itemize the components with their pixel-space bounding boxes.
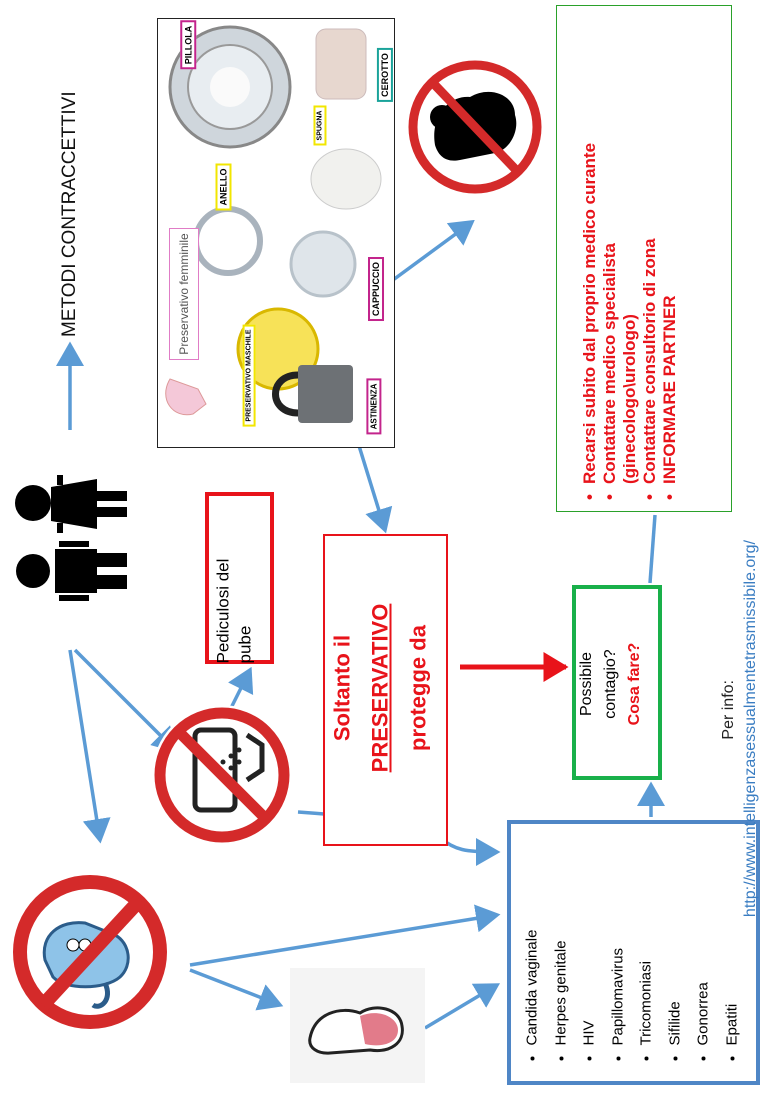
advice-list: Recarsi subito dal proprio medico curant… (572, 11, 680, 506)
pediculosi-box: Pediculosi del pube (205, 492, 274, 664)
contagio-text: Possibile contagio? Cosa fare? (571, 594, 661, 774)
preservativo-text: Soltanto il PRESERVATIVO protegge da (322, 536, 444, 841)
info-section: Per info: http://www.intelligenzasessual… (718, 540, 768, 1090)
arrow-condom-ban-to-diseases (189, 904, 501, 967)
info-url-link[interactable]: http://www.intelligenzasessualmentetrasm… (742, 540, 759, 918)
preservativo-line2: PRESERVATIVO (367, 603, 393, 773)
pill-pack-image (168, 25, 292, 149)
pediculosi-text: Pediculosi del pube (207, 499, 273, 664)
no-bath-icon (152, 705, 292, 845)
disease-item: Papillomavirus (604, 827, 633, 1046)
cap-image (289, 230, 357, 298)
arrow-belly-to-diseases (424, 983, 501, 1030)
disease-item: Candida vaginale (519, 827, 548, 1046)
arrow-people-to-condom-ban (68, 649, 111, 844)
info-label: Per info: (720, 680, 737, 740)
contagio-line1: Possibile (578, 651, 595, 717)
disease-item: Gonorrea (690, 827, 719, 1045)
preservativo-line1: Soltanto il (329, 634, 355, 742)
advice-item: Contattare consultorio di zona (640, 11, 660, 484)
advice-box: Recarsi subito dal proprio medico curant… (556, 5, 732, 512)
disease-list-rotated: Candida vaginale Herpes genitale HIV Pap… (509, 827, 741, 1072)
patch-image (315, 28, 367, 100)
arrow-contagio-to-advice (648, 514, 657, 584)
label-astinenza: ASTINENZA (366, 378, 382, 435)
no-pregnancy-icon (400, 35, 550, 220)
disease-list-box: Candida vaginale Herpes genitale HIV Pap… (507, 820, 760, 1085)
collage-images (165, 25, 382, 423)
pediculosi-line2: pube (235, 625, 255, 664)
label-cappuccio: CAPPUCCIO (368, 256, 385, 322)
contagio-box: Possibile contagio? Cosa fare? (572, 585, 662, 780)
pregnant-belly-icon (290, 968, 425, 1083)
disease-list: Candida vaginale Herpes genitale HIV Pap… (509, 827, 747, 1072)
advice-item: Recarsi subito dal proprio medico curant… (580, 11, 600, 484)
contagio-line3: Cosa fare? (626, 642, 643, 726)
methods-title: METODI CONTRACCETTIVI (59, 91, 80, 337)
contraceptive-collage: PILLOLA CEROTTO SPUGNA ANELLO Preservati… (157, 18, 395, 448)
padlock-image (272, 365, 353, 423)
methods-title-wrap: METODI CONTRACCETTIVI (40, 91, 100, 340)
label-cerotto: CEROTTO (376, 48, 393, 102)
advice-item-cont: (ginecologo\urologo) (620, 314, 639, 484)
contagio-line2: contagio? (602, 649, 619, 719)
arrow-condom-ban-to-pregnancy (189, 968, 284, 1011)
disease-item: Tricomoniasi (633, 827, 662, 1045)
female-condom-image (165, 378, 207, 416)
label-preservativo-maschile: PRESERVATIVO MASCHILE (242, 324, 256, 427)
label-anello: ANELLO (215, 163, 232, 211)
preservativo-box: Soltanto il PRESERVATIVO protegge da (323, 534, 448, 846)
advice-item: Contattare medico specialista (600, 11, 620, 484)
label-pillola: PILLOLA (180, 20, 197, 70)
advice-content: Recarsi subito dal proprio medico curant… (572, 11, 717, 506)
no-condom-icon (13, 875, 167, 1029)
arrow-collage-to-pregnancy (391, 219, 475, 282)
advice-item: INFORMARE PARTNER (660, 11, 680, 484)
sponge-image (310, 148, 382, 210)
disease-item: HIV (576, 827, 605, 1045)
pediculosi-line1: Pediculosi del (213, 558, 233, 664)
label-preservativo-femminile: Preservativo femminile (169, 228, 199, 360)
disease-item: Herpes genitale (547, 827, 576, 1045)
preservativo-line3: protegge da (405, 625, 431, 751)
label-spugna: SPUGNA (313, 105, 327, 146)
people-icon (15, 475, 127, 601)
ring-image (193, 206, 263, 276)
disease-item: Sifilide (661, 827, 690, 1045)
info-text: Per info: http://www.intelligenzasessual… (718, 540, 768, 1090)
